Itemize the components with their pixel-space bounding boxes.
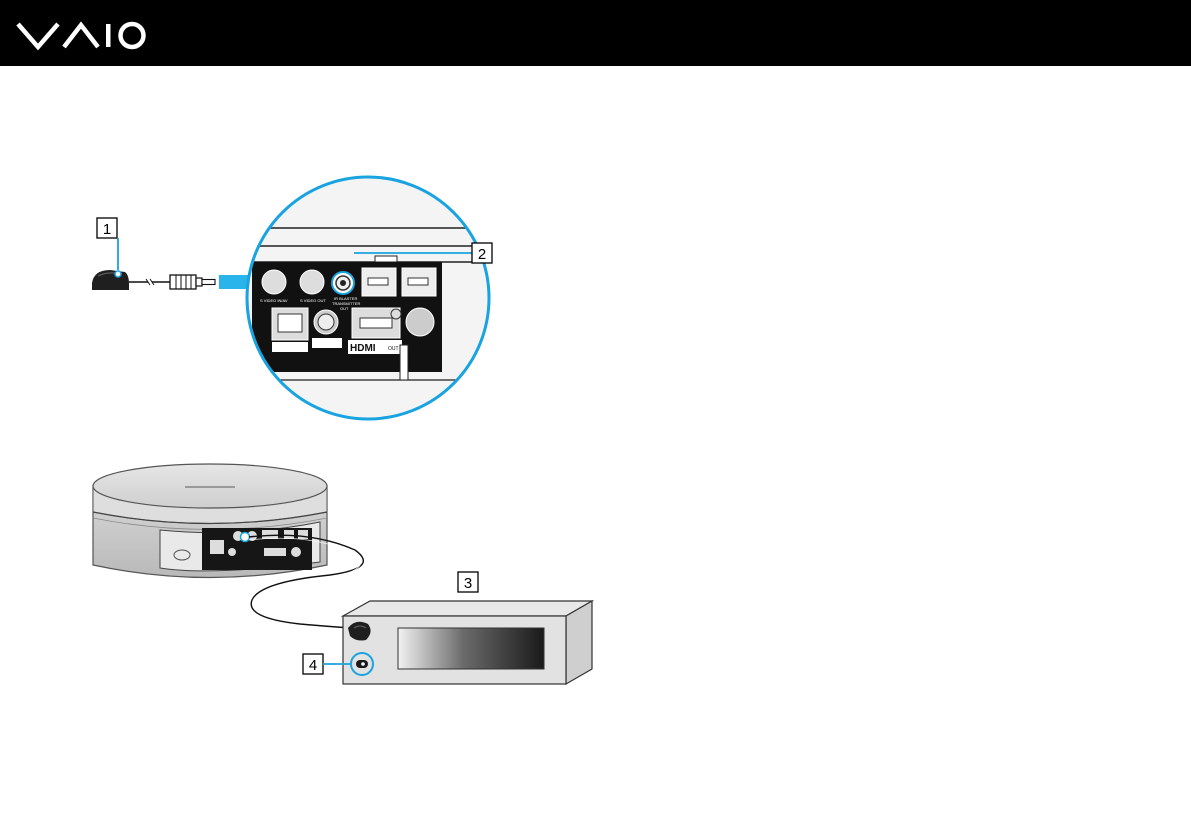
callout-3: 3 bbox=[458, 572, 478, 592]
ir-blaster-icon bbox=[92, 270, 215, 290]
svg-text:HDMI: HDMI bbox=[350, 343, 376, 354]
svg-text:1: 1 bbox=[103, 221, 111, 238]
av-device-icon bbox=[343, 601, 592, 684]
svg-text:OUT: OUT bbox=[388, 346, 399, 352]
svg-text:OUT: OUT bbox=[340, 306, 349, 311]
callout-1: 1 bbox=[97, 218, 117, 238]
svg-text:S VIDEO OUT: S VIDEO OUT bbox=[300, 298, 326, 303]
svg-text:S VIDEO IN/AV: S VIDEO IN/AV bbox=[260, 298, 288, 303]
vaio-media-center bbox=[93, 464, 327, 578]
rear-panel-zoom: S VIDEO IN/AV S VIDEO OUT IR BLASTER TRA… bbox=[240, 170, 500, 432]
svg-text:2: 2 bbox=[478, 246, 486, 263]
svg-text:4: 4 bbox=[309, 657, 317, 674]
svg-text:3: 3 bbox=[464, 575, 472, 592]
